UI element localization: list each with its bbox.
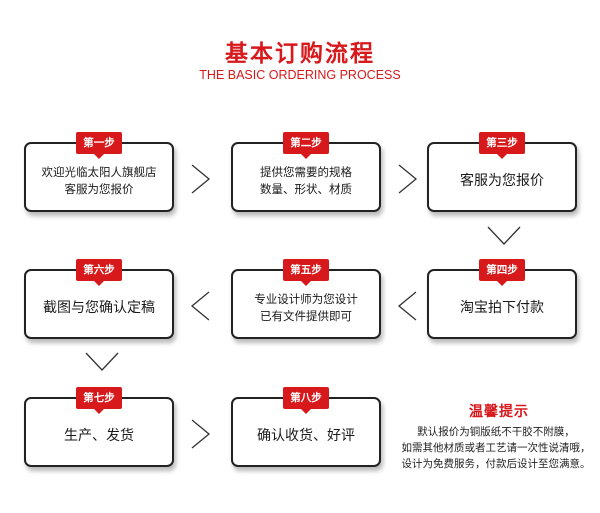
chevron-left-icon <box>190 291 210 321</box>
step-1-text: 欢迎光临太阳人旗舰店 客服为您报价 <box>34 156 165 198</box>
chevron-right-icon <box>191 419 211 449</box>
step-1-box: 第一步 欢迎光临太阳人旗舰店 客服为您报价 <box>24 132 174 212</box>
chevron-right-icon <box>398 164 418 194</box>
step-5-badge: 第五步 <box>283 259 329 286</box>
tips-title: 温馨提示 <box>469 404 529 420</box>
step-8-text: 确认收货、好评 <box>257 427 355 444</box>
step-7-badge: 第七步 <box>76 387 122 414</box>
step-1-line1: 欢迎光临太阳人旗舰店 <box>41 165 157 179</box>
step-2-text: 提供您需要的规格 数量、形状、材质 <box>252 156 360 198</box>
step-5-line2: 已有文件提供即可 <box>260 309 352 323</box>
tips-body: 默认报价为铜版纸不干胶不附膜， 如需其他材质或者工艺请一次性说清哦， 设计为免费… <box>393 424 599 472</box>
step-4-box: 第四步 淘宝拍下付款 <box>427 259 577 339</box>
step-2-line2: 数量、形状、材质 <box>260 182 352 196</box>
step-2-box: 第二步 提供您需要的规格 数量、形状、材质 <box>231 132 381 212</box>
step-6-badge: 第六步 <box>76 259 122 286</box>
step-8-box: 第八步 确认收货、好评 <box>231 387 381 467</box>
step-5-line1: 专业设计师为您设计 <box>254 292 358 306</box>
step-2-line1: 提供您需要的规格 <box>260 165 352 179</box>
step-4-badge: 第四步 <box>479 259 525 286</box>
chevron-down-icon <box>85 352 119 371</box>
step-2-badge: 第二步 <box>283 132 329 159</box>
chevron-down-icon <box>487 226 521 245</box>
page-title: 基本订购流程 <box>225 41 375 67</box>
page-subtitle: THE BASIC ORDERING PROCESS <box>199 68 401 82</box>
step-3-text: 客服为您报价 <box>460 172 544 189</box>
tips-line-3: 设计为免费服务，付款后设计至您满意。 <box>401 458 591 470</box>
step-1-line2: 客服为您报价 <box>64 182 134 196</box>
step-4-text: 淘宝拍下付款 <box>460 299 544 316</box>
step-5-box: 第五步 专业设计师为您设计 已有文件提供即可 <box>231 259 381 339</box>
step-5-text: 专业设计师为您设计 已有文件提供即可 <box>246 283 366 325</box>
chevron-right-icon <box>191 164 211 194</box>
tips-line-2: 如需其他材质或者工艺请一次性说清哦， <box>401 442 591 454</box>
step-3-badge: 第三步 <box>479 132 525 159</box>
step-3-box: 第三步 客服为您报价 <box>427 132 577 212</box>
tips-line-1: 默认报价为铜版纸不干胶不附膜， <box>417 426 575 438</box>
step-8-badge: 第八步 <box>283 387 329 414</box>
step-7-text: 生产、发货 <box>64 427 134 444</box>
step-6-text: 截图与您确认定稿 <box>43 299 155 316</box>
chevron-left-icon <box>397 291 417 321</box>
step-7-box: 第七步 生产、发货 <box>24 387 174 467</box>
step-6-box: 第六步 截图与您确认定稿 <box>24 259 174 339</box>
step-1-badge: 第一步 <box>76 132 122 159</box>
